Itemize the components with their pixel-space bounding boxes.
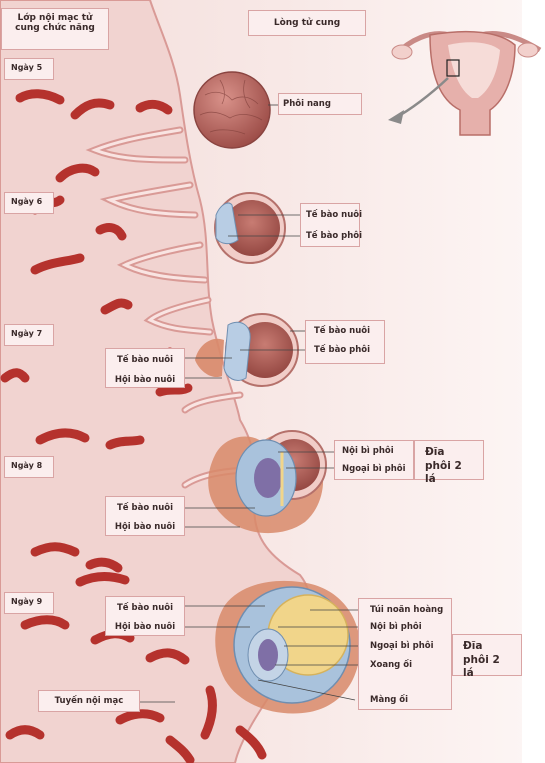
day9-box: Ngày 9	[4, 592, 54, 614]
d6-trophoblast-label: Tế bào nuôi	[306, 210, 362, 220]
endometrium-title-box: Lớp nội mạc tử cung chức năng	[1, 8, 109, 50]
d8-disc-label: Đĩa phôi 2 lá	[425, 446, 462, 486]
day7-blastocyst	[183, 313, 305, 387]
d9-syncytiotrophoblast-label: Hội bào nuôi	[114, 622, 176, 632]
zoom-region-box	[446, 59, 460, 77]
day9-left-label-box: Tế bào nuôi Hội bào nuôi	[105, 596, 185, 636]
page-margin	[522, 0, 545, 763]
d8-cytotrophoblast-label: Tế bào nuôi	[117, 503, 173, 513]
day5-blastocyst	[193, 71, 280, 149]
day6-label-box	[300, 203, 360, 247]
d9-amnion-label: Màng ối	[370, 695, 409, 705]
day8-right-label-box	[334, 440, 414, 480]
blastocyst-label: Phôi nang	[283, 99, 331, 109]
day6-box: Ngày 6	[4, 192, 54, 214]
d9-ectoderm-label: Ngoại bì phôi	[370, 641, 434, 651]
d7-cytotrophoblast-label: Tế bào nuôi	[117, 355, 173, 365]
day5-box: Ngày 5	[4, 58, 54, 80]
day9-embryo	[140, 580, 361, 714]
day7-left-label-box: Tế bào nuôi Hội bào nuôi	[105, 348, 185, 388]
day8-embryo	[183, 430, 336, 534]
d7-syncytiotrophoblast-label: Hội bào nuôi	[114, 375, 176, 385]
d6-embryoblast-label: Tế bào phôi	[306, 231, 363, 241]
d7-trophoblast-right-label: Tế bào nuôi	[314, 326, 370, 336]
d8-disc-box: Đĩa phôi 2 lá	[414, 440, 484, 485]
d8-syncytiotrophoblast-label: Hội bào nuôi	[114, 522, 176, 532]
d8-ectoderm-label: Ngoại bì phôi	[342, 464, 406, 474]
d9-amniotic-cavity-label: Xoang ối	[370, 660, 412, 670]
day7-box: Ngày 7	[4, 324, 54, 346]
day9-right-label-box	[358, 598, 452, 710]
lumen-title-box: Lòng tử cung	[248, 10, 366, 36]
endometrium-title: Lớp nội mạc tử cung chức năng	[15, 13, 95, 33]
d9-cytotrophoblast-label: Tế bào nuôi	[117, 603, 173, 613]
gland-label: Tuyến nội mạc	[54, 696, 124, 706]
d9-yolk-sac-label: Túi noãn hoàng	[370, 605, 444, 615]
blastocyst-label-box: Phôi nang	[278, 93, 362, 115]
d8-endoderm-label: Nội bì phôi	[342, 446, 394, 456]
d9-disc-label: Đĩa phôi 2 lá	[463, 640, 500, 680]
day8-left-label-box: Tế bào nuôi Hội bào nuôi	[105, 496, 185, 536]
day6-blastocyst	[214, 192, 300, 264]
uterus-thumbnail	[388, 30, 542, 136]
d9-endoderm-label: Nội bì phôi	[370, 622, 422, 632]
day7-right-label-box	[305, 320, 385, 364]
d7-embryoblast-right-label: Tế bào phôi	[314, 345, 371, 355]
day8-box: Ngày 8	[4, 456, 54, 478]
d9-disc-box: Đĩa phôi 2 lá	[452, 634, 522, 680]
lumen-title: Lòng tử cung	[273, 18, 341, 28]
gland-label-box: Tuyến nội mạc	[38, 690, 140, 712]
